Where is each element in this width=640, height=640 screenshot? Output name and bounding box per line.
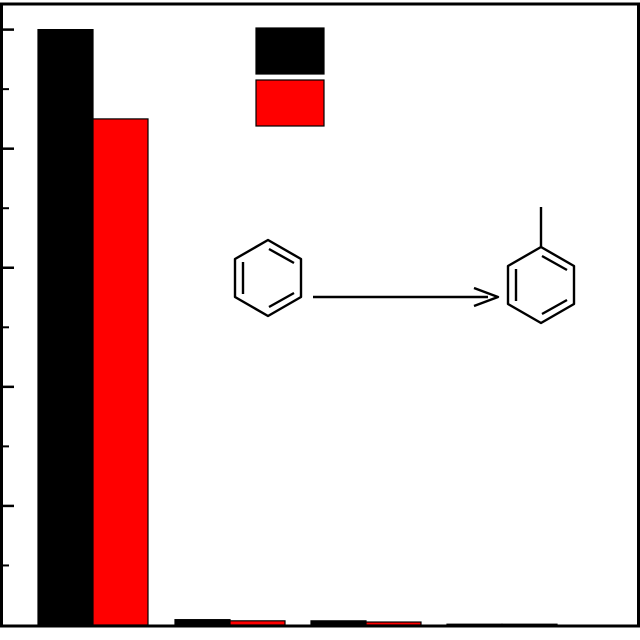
plot-frame: [0, 2, 640, 628]
reaction-arrow: [313, 286, 500, 308]
reaction-scheme: [233, 207, 576, 325]
bar-s1-c3: [310, 620, 367, 626]
bar-s2-c2: [229, 620, 286, 626]
bars-layer: [37, 29, 558, 626]
bar-s1-c2: [174, 619, 231, 626]
legend-swatch-1: [255, 27, 325, 75]
bar-s2-c1: [92, 118, 149, 626]
bar-s1-c1: [37, 29, 94, 626]
legend: [255, 27, 325, 127]
benzene-structure: [233, 238, 303, 318]
toluene-structure: [506, 207, 576, 325]
axes-layer: [2, 28, 14, 567]
legend-swatch-2: [255, 79, 325, 127]
